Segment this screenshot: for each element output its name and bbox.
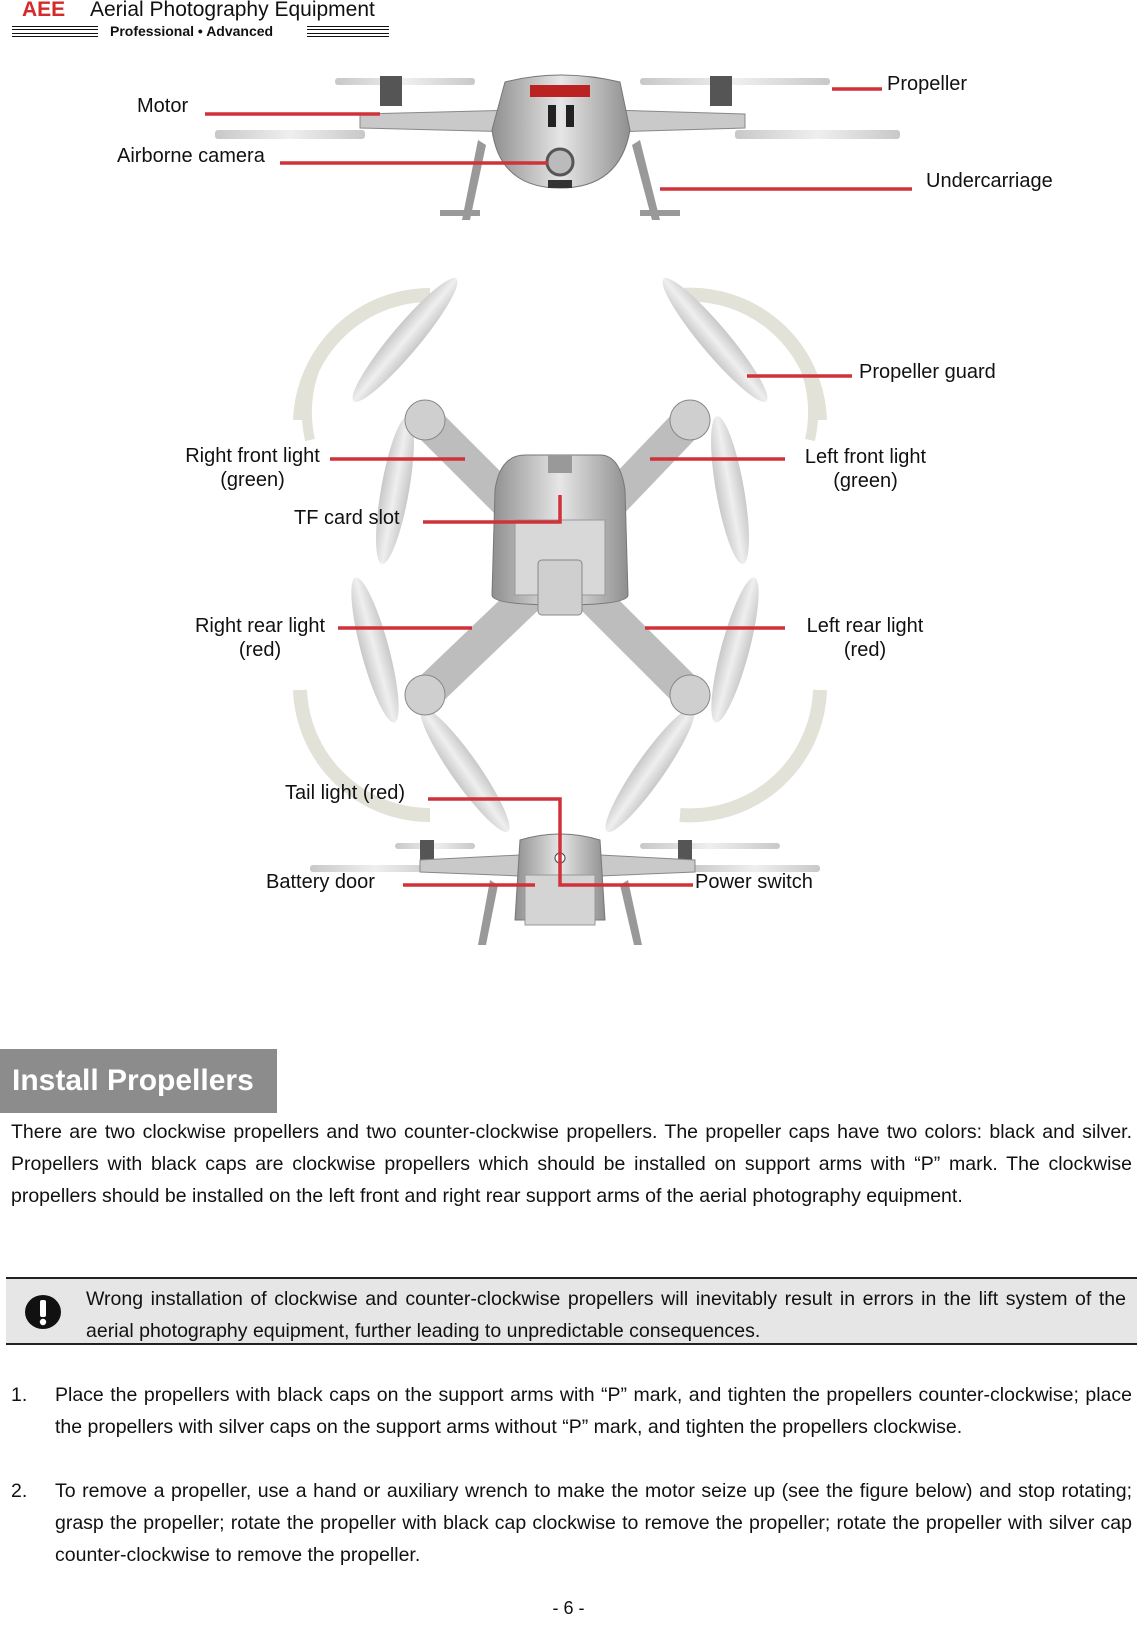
motor-front-left	[404, 399, 446, 441]
motor-rear-right	[669, 674, 711, 716]
page-number: - 6 -	[552, 1598, 585, 1618]
header-rule-left	[12, 26, 98, 37]
label-left-rear-light-name: Left rear light	[806, 615, 924, 637]
label-power-switch: Power switch	[695, 871, 813, 893]
intro-paragraph: There are two clockwise propellers and t…	[11, 1121, 1132, 1207]
top-view-drone	[293, 278, 827, 832]
label-left-rear-light-color: (red)	[843, 639, 887, 661]
motor-rear-left	[404, 674, 446, 716]
label-left-front-light-name: Left front light	[804, 446, 927, 468]
front-view-drone	[215, 74, 900, 220]
front-propeller-left	[215, 130, 365, 139]
warning-box: Wrong installation of clockwise and coun…	[6, 1277, 1137, 1345]
header-tagline: Professional • Advanced	[110, 23, 274, 39]
label-right-front-light-name: Right front light	[185, 445, 320, 467]
list-item-number: 2.	[11, 1480, 28, 1502]
label-tf-card-slot: TF card slot	[294, 507, 400, 529]
label-right-rear-light-color: (red)	[238, 639, 282, 661]
label-right-rear-light-name: Right rear light	[194, 615, 326, 637]
list-item-text: To remove a propeller, use a hand or aux…	[55, 1480, 1132, 1566]
front-propeller-right-upper	[640, 78, 830, 85]
front-propeller-left-upper	[335, 78, 475, 85]
top-battery-door	[537, 559, 583, 616]
label-tail-light: Tail light (red)	[285, 782, 406, 804]
guard-rear-right	[679, 689, 827, 823]
list-item-number: 1.	[11, 1384, 28, 1406]
header-rule-right	[307, 26, 389, 37]
document-header: AEE Aerial Photography Equipment Profess…	[12, 0, 390, 42]
label-propeller: Propeller	[887, 73, 968, 95]
front-motor-left	[380, 76, 402, 106]
front-propeller-right	[735, 130, 900, 139]
motor-front-right	[669, 399, 711, 441]
label-airborne-camera: Airborne camera	[117, 145, 265, 167]
label-battery-door: Battery door	[266, 871, 375, 893]
drone-illustration	[205, 74, 912, 945]
label-right-rear-light: Right rear light (red)	[185, 614, 335, 662]
label-undercarriage: Undercarriage	[926, 170, 1053, 192]
front-camera-lens	[545, 147, 575, 177]
guard-rear-left	[293, 689, 431, 822]
label-motor: Motor	[137, 95, 189, 117]
brand-logo-text: AEE	[22, 0, 66, 21]
drone-parts-figure: Motor Airborne camera Propeller Undercar…	[0, 50, 1137, 990]
warning-icon	[25, 1295, 61, 1329]
front-motor-right	[710, 76, 732, 106]
header-title: Aerial Photography Equipment	[90, 0, 375, 21]
front-logo-band	[530, 85, 590, 97]
leader-lines	[205, 87, 912, 887]
list-item-text: Place the propellers with black caps on …	[55, 1384, 1132, 1438]
label-right-front-light: Right front light (green)	[175, 444, 330, 492]
label-right-front-light-color: (green)	[220, 469, 285, 491]
label-propeller-guard: Propeller guard	[859, 361, 996, 383]
warning-text: Wrong installation of clockwise and coun…	[86, 1288, 1126, 1342]
label-left-front-light-color: (green)	[833, 470, 898, 492]
section-title: Install Propellers	[0, 1049, 277, 1113]
label-left-rear-light: Left rear light (red)	[795, 614, 935, 662]
label-left-front-light: Left front light (green)	[793, 445, 938, 493]
